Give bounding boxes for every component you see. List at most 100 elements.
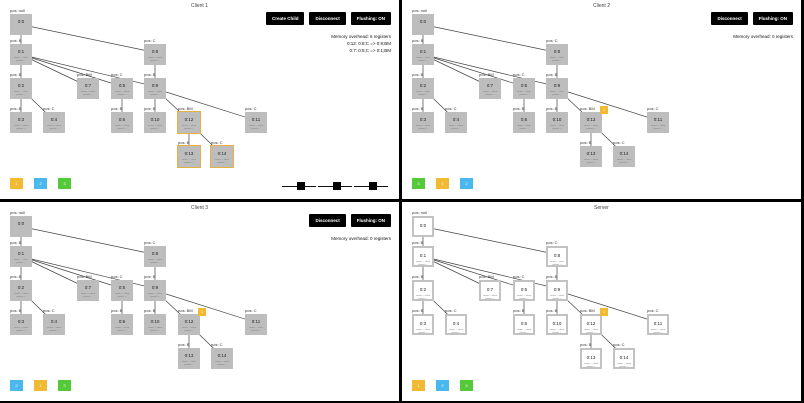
tree-node[interactable]: 0:0 xyxy=(10,14,32,35)
flushing-on-button[interactable]: Flushing: ON xyxy=(752,12,793,25)
flushing-on-button[interactable]: Flushing: ON xyxy=(350,214,391,227)
client-swatch[interactable]: 2 xyxy=(34,178,47,189)
memory-line: Memory overhead: 0 registers xyxy=(733,34,793,39)
client-swatch[interactable]: 3 xyxy=(460,380,473,391)
client-swatch[interactable]: 1 xyxy=(34,380,47,391)
tree-node-meta: cause: -- close parent: -- xyxy=(415,125,431,130)
node-pos-label: pos: B xyxy=(10,72,22,77)
client-swatch[interactable]: 3 xyxy=(412,178,425,189)
latency-slider-knob[interactable] xyxy=(333,182,341,190)
create-child-button[interactable]: Create Child xyxy=(265,12,305,25)
node-pos-label: pos: C xyxy=(445,308,457,313)
node-pos-label: pos: B xyxy=(144,106,156,111)
tree-node-meta: cause: -- close parent: -- xyxy=(415,261,431,266)
tree-node-meta: cause: -- close parent: -- xyxy=(114,293,130,298)
tree-node-meta: cause: -- close parent: -- xyxy=(549,125,565,130)
tree-node-id: 0:4 xyxy=(452,321,460,326)
client-swatch[interactable]: 2 xyxy=(436,380,449,391)
node-pos-label: pos: B xyxy=(513,106,525,111)
memory-line: 0:7: 0:5;C => 0:1;BM xyxy=(349,48,391,53)
client-swatch[interactable]: 1 xyxy=(412,380,425,391)
client-swatch[interactable]: 2 xyxy=(10,380,23,391)
tree-node-id: 0:4 xyxy=(452,117,460,122)
client-swatch[interactable]: 2 xyxy=(460,178,473,189)
tree-node[interactable]: 0:0 xyxy=(412,216,434,237)
tree-node-meta: cause: -- close parent: -- xyxy=(415,295,431,300)
tree-node-meta: cause: -- close parent: -- xyxy=(114,327,130,332)
flushing-on-button[interactable]: Flushing: ON xyxy=(350,12,391,25)
client-swatch[interactable]: 3 xyxy=(58,178,71,189)
tree-edge xyxy=(20,24,156,54)
tree-node-meta: cause: -- close parent: -- xyxy=(147,91,163,96)
tree-node-id: 0:7 xyxy=(486,287,494,292)
client-swatch[interactable]: 3 xyxy=(58,380,71,391)
tree-node[interactable]: 0:0 xyxy=(412,14,434,35)
disconnect-button[interactable]: Disconnect xyxy=(309,12,346,25)
disconnect-button[interactable]: Disconnect xyxy=(309,214,346,227)
client-swatch[interactable]: 1 xyxy=(10,178,23,189)
disconnect-button[interactable]: Disconnect xyxy=(711,12,748,25)
tree-node[interactable]: 0:0 xyxy=(10,216,32,237)
node-pos-label: pos: BM xyxy=(479,72,494,77)
latency-slider-knob[interactable] xyxy=(297,182,305,190)
latency-slider-knob[interactable] xyxy=(369,182,377,190)
client-swatch[interactable]: 1 xyxy=(436,178,449,189)
